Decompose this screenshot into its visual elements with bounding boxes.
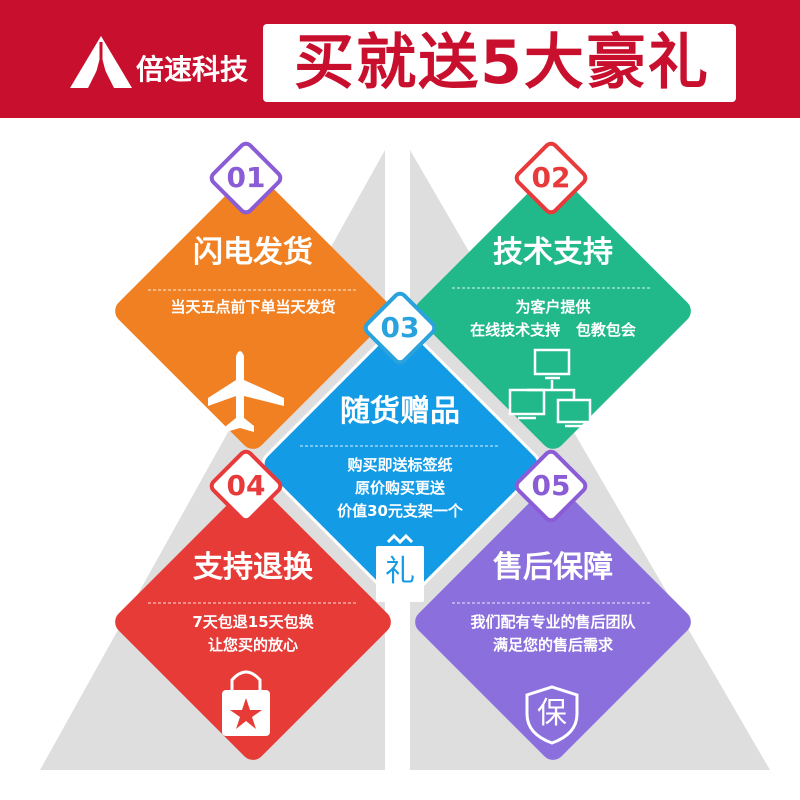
card-line-gift-3: 价值30元支架一个 — [337, 502, 463, 520]
airplane-icon — [208, 351, 284, 432]
headline-box — [263, 24, 736, 102]
card-line-returns-2: 让您买的放心 — [207, 636, 298, 654]
badge-05 — [514, 449, 588, 523]
shield-icon — [525, 685, 579, 745]
badge-number-04: 04 — [226, 469, 266, 502]
gift-bag-icon — [376, 533, 424, 602]
badge-04 — [209, 449, 283, 523]
card-line-returns-1: 7天包退15天包换 — [192, 613, 314, 631]
shopping-bag-star-icon — [222, 670, 270, 736]
card-title-after-sales: 售后保障 — [493, 550, 613, 585]
card-line-shipping-1: 当天五点前下单当天发货 — [170, 298, 336, 316]
card-line-after-sales-1: 我们配有专业的售后团队 — [470, 613, 636, 631]
badge-03 — [363, 291, 437, 365]
card-tech-support — [415, 173, 691, 449]
card-title-returns: 支持退换 — [193, 550, 313, 585]
card-shipping — [115, 173, 391, 449]
badge-number-01: 01 — [226, 161, 266, 194]
card-after-sales — [415, 484, 691, 760]
headline: 买就送5大豪礼 — [294, 28, 710, 98]
badge-01 — [209, 141, 283, 215]
card-title-tech-support: 技术支持 — [493, 235, 613, 270]
brand-name: 倍速科技 — [136, 53, 249, 86]
computer-network-icon — [508, 348, 592, 428]
badge-02 — [514, 141, 588, 215]
badge-number-03: 03 — [380, 311, 420, 344]
card-gift — [261, 324, 541, 604]
card-line-gift-1: 购买即送标签纸 — [347, 456, 453, 474]
gift-bag-glyph: 礼 — [385, 554, 415, 589]
card-line-after-sales-2: 满足您的售后需求 — [492, 636, 613, 654]
shield-glyph: 保 — [537, 696, 567, 731]
card-line-tech-support-2: 在线技术支持 包教包会 — [470, 321, 636, 339]
badge-number-02: 02 — [531, 161, 571, 194]
card-title-gift: 随货赠品 — [340, 394, 460, 429]
card-line-gift-2: 原价购买更送 — [354, 479, 445, 497]
card-title-shipping: 闪电发货 — [193, 235, 313, 270]
badge-number-05: 05 — [531, 469, 571, 502]
brand-logo-icon — [70, 36, 132, 88]
card-returns — [115, 484, 391, 760]
card-line-tech-support-1: 为客户提供 — [515, 298, 591, 316]
